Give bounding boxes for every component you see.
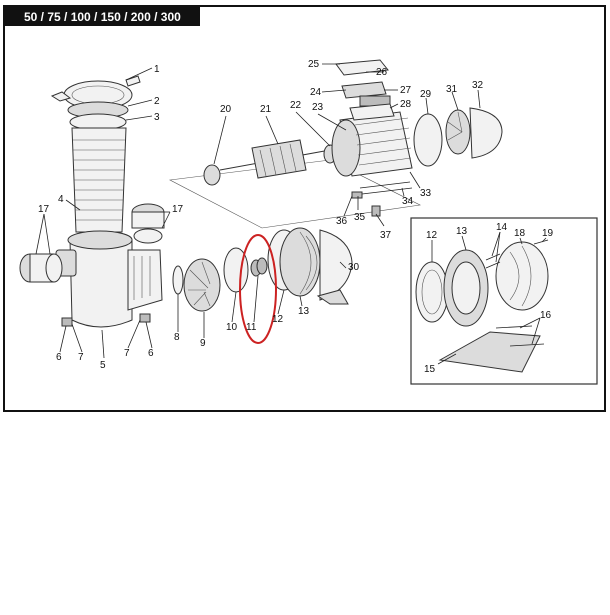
inset-label-15: 15 (424, 364, 436, 375)
inset-label-14: 14 (496, 222, 508, 233)
label-20: 20 (220, 104, 232, 115)
inset-label-12: 12 (426, 230, 438, 241)
inset-box (410, 217, 598, 385)
label-7-left: 7 (78, 352, 84, 363)
label-13: 13 (298, 306, 310, 317)
part-labels: 1 2 3 4 5 6 6 7 7 8 9 10 11 12 13 17 17 … (38, 59, 554, 375)
label-6-left: 6 (56, 352, 62, 363)
inset-label-19: 19 (542, 228, 554, 239)
inset-label-18: 18 (514, 228, 526, 239)
label-10: 10 (226, 322, 238, 333)
label-17-left: 17 (38, 204, 50, 215)
label-36: 36 (336, 216, 348, 227)
label-35: 35 (354, 212, 366, 223)
label-22: 22 (290, 100, 302, 111)
label-17-right: 17 (172, 204, 184, 215)
label-11: 11 (246, 322, 257, 333)
label-23: 23 (312, 102, 324, 113)
label-21: 21 (260, 104, 272, 115)
label-8: 8 (174, 332, 180, 343)
label-24: 24 (310, 87, 322, 98)
highlight-circle (239, 234, 277, 344)
leader-lines (35, 63, 547, 365)
label-28: 28 (400, 99, 412, 110)
label-3: 3 (154, 112, 160, 123)
label-4: 4 (58, 194, 64, 205)
label-31: 31 (446, 84, 458, 95)
label-30: 30 (348, 262, 360, 273)
label-33: 33 (420, 188, 432, 199)
header-title: 50 / 75 / 100 / 150 / 200 / 300 (24, 10, 181, 24)
label-2: 2 (154, 96, 160, 107)
label-32: 32 (472, 80, 484, 91)
motor-group (169, 59, 503, 229)
label-12: 12 (272, 314, 284, 325)
inset-label-16: 16 (540, 310, 552, 321)
strainer-pot-assembly (19, 75, 165, 328)
header-tab: 50 / 75 / 100 / 150 / 200 / 300 (4, 6, 200, 26)
label-37: 37 (380, 230, 392, 241)
label-26: 26 (376, 67, 388, 78)
label-7-right: 7 (124, 348, 130, 359)
label-5: 5 (100, 360, 106, 371)
label-27: 27 (400, 85, 412, 96)
label-1: 1 (154, 64, 160, 75)
label-25: 25 (308, 59, 320, 70)
label-34: 34 (402, 196, 414, 207)
inset-label-13: 13 (456, 226, 468, 237)
label-6-right: 6 (148, 348, 154, 359)
label-9: 9 (200, 338, 206, 349)
label-29: 29 (420, 89, 432, 100)
